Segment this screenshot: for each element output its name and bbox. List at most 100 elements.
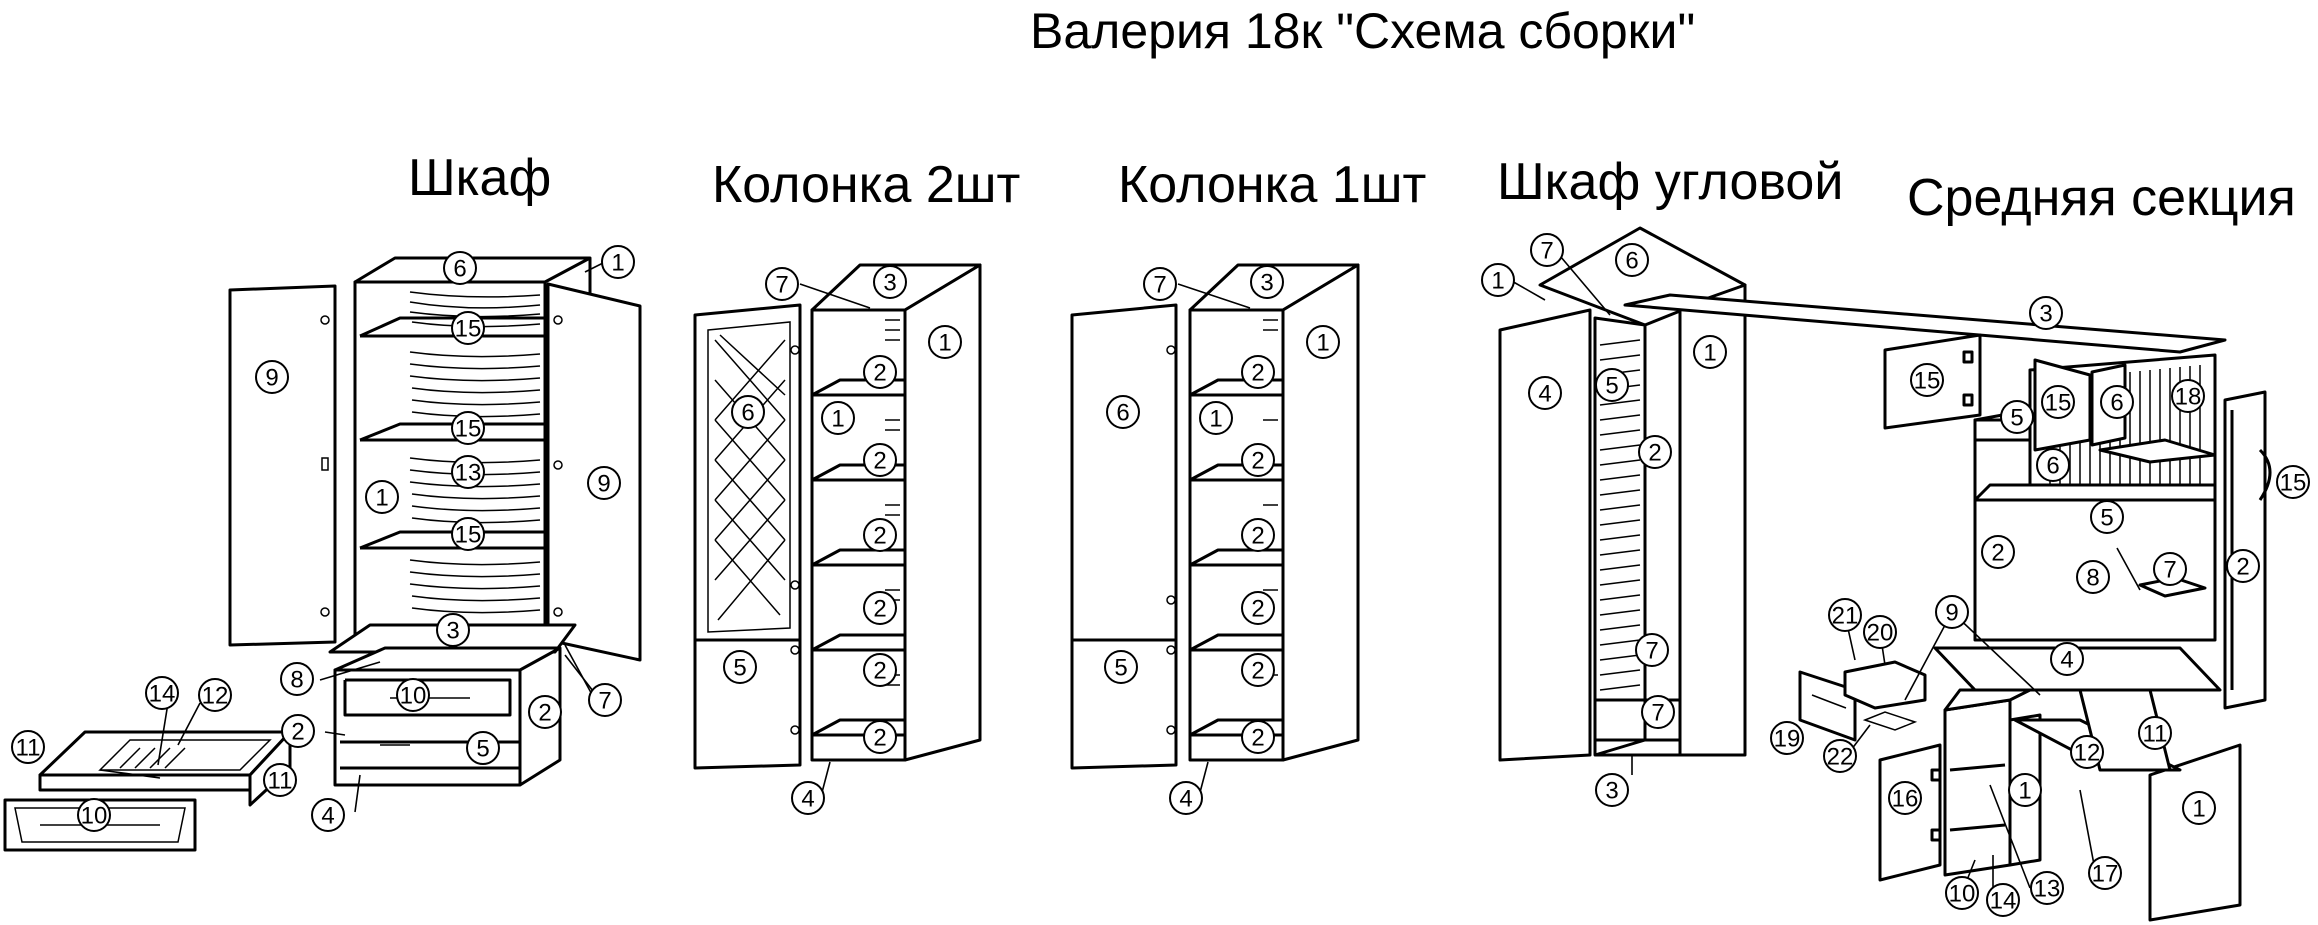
srednyaya-sektsiya-callout-20: 20 xyxy=(1863,615,1897,649)
callout-number: 2 xyxy=(1251,523,1264,550)
kolonka1-lower-door xyxy=(1070,638,1178,770)
diagram-title: Валерия 18к "Схема сборки" xyxy=(1030,3,1696,59)
kolonka2-callout-6: 6 xyxy=(731,395,765,429)
callout-circle xyxy=(451,455,485,489)
callout-number: 6 xyxy=(2046,453,2059,480)
shkaf-callout-11: 11 xyxy=(263,763,297,797)
srednyaya-sektsiya-callout-2: 2 xyxy=(2226,549,2260,583)
shkaf-callout-7: 7 xyxy=(588,683,622,717)
callout-circle xyxy=(2088,856,2122,890)
callout-number: 5 xyxy=(733,655,746,682)
callout-circle xyxy=(1104,650,1138,684)
srednyaya-sektsiya-callout-15: 15 xyxy=(2276,465,2310,499)
section-title-shkaf: Шкаф xyxy=(408,149,552,207)
srednyaya-sektsiya-callout-21: 21 xyxy=(1828,598,1862,632)
callout-circle xyxy=(466,731,500,765)
callout-number: 4 xyxy=(1179,786,1192,813)
kolonka1-side xyxy=(1281,263,1360,762)
callout-number: 2 xyxy=(873,596,886,623)
callout-circle xyxy=(280,662,314,696)
callout-circle xyxy=(928,325,962,359)
callout-circle xyxy=(2076,560,2110,594)
shkaf-uglovoy-callout-7: 7 xyxy=(1530,233,1564,267)
callout-number: 6 xyxy=(2110,390,2123,417)
kolonka2-glass-door xyxy=(693,303,802,644)
callout-number: 6 xyxy=(1116,400,1129,427)
kolonka1-shelves xyxy=(1189,378,1283,737)
callout-number: 17 xyxy=(2092,861,2119,888)
kolonka1-callout-7: 7 xyxy=(1143,267,1177,301)
section-title-kolonka-1: Колонка 1шт xyxy=(1118,156,1427,214)
callout-number: 9 xyxy=(265,365,278,392)
callout-number: 5 xyxy=(2010,405,2023,432)
callout-number: 13 xyxy=(455,460,482,487)
callout-circle xyxy=(863,591,897,625)
srednyaya-sektsiya-callout-19: 19 xyxy=(1770,721,1804,755)
callout-number: 7 xyxy=(1540,238,1553,265)
shkaf-callout-15: 15 xyxy=(451,311,485,345)
callout-number: 6 xyxy=(453,256,466,283)
shkaf-callout-9: 9 xyxy=(587,466,621,500)
callout-number: 11 xyxy=(268,768,293,795)
callout-number: 5 xyxy=(1114,655,1127,682)
callout-circle xyxy=(1615,243,1649,277)
callout-circle xyxy=(863,720,897,754)
kolonka1-callout-2: 2 xyxy=(1241,653,1275,687)
callout-number: 15 xyxy=(455,416,482,443)
callout-number: 6 xyxy=(741,400,754,427)
sredn-right-leg-panel xyxy=(2148,743,2242,922)
srednyaya-sektsiya-callout-6: 6 xyxy=(2036,448,2070,482)
shkaf-callout-15: 15 xyxy=(451,411,485,445)
callout-circle xyxy=(11,730,45,764)
callout-number: 3 xyxy=(446,618,459,645)
callout-circle xyxy=(1241,518,1275,552)
srednyaya-sektsiya-callout-16: 16 xyxy=(1888,781,1922,815)
kolonka1-callout-6: 6 xyxy=(1106,395,1140,429)
section-title-shkaf-uglovoy: Шкаф угловой xyxy=(1497,153,1844,211)
callout-circle xyxy=(2182,791,2216,825)
shkaf-callout-2: 2 xyxy=(281,714,315,748)
callout-number: 5 xyxy=(476,736,489,763)
callout-number: 1 xyxy=(2018,778,2031,805)
srednyaya-sektsiya-callout-6: 6 xyxy=(2100,385,2134,419)
callout-number: 9 xyxy=(1945,600,1958,627)
srednyaya-sektsiya-callout-2: 2 xyxy=(1981,535,2015,569)
shkaf-callout-11: 11 xyxy=(11,730,45,764)
section-title-srednyaya-sektsiya: Средняя секция xyxy=(1907,169,2296,227)
srednyaya-sektsiya-callout-9: 9 xyxy=(1935,595,1969,629)
shkaf-uglovoy-callout-1: 1 xyxy=(1693,335,1727,369)
callout-circle xyxy=(1595,368,1629,402)
shkaf-uglovoy-callout-2: 2 xyxy=(1638,435,1672,469)
callout-number: 18 xyxy=(2175,384,2202,411)
callout-circle xyxy=(863,653,897,687)
kolonka1-callout-3: 3 xyxy=(1250,265,1284,299)
callout-number: 8 xyxy=(290,667,303,694)
uglovoy-side xyxy=(1678,283,1747,757)
callout-circle xyxy=(2070,735,2104,769)
callout-circle xyxy=(2008,773,2042,807)
shkaf-callout-13: 13 xyxy=(451,455,485,489)
callout-number: 22 xyxy=(1827,744,1854,771)
callout-circle xyxy=(1935,595,1969,629)
callout-circle xyxy=(451,411,485,445)
callout-circle xyxy=(255,360,289,394)
callout-number: 14 xyxy=(149,681,176,708)
callout-number: 1 xyxy=(1703,340,1716,367)
shkaf-callout-10: 10 xyxy=(396,678,430,712)
callout-number: 6 xyxy=(1625,248,1638,275)
kolonka2-callout-2: 2 xyxy=(863,443,897,477)
kolonka2-callout-3: 3 xyxy=(873,265,907,299)
callout-number: 2 xyxy=(291,719,304,746)
callout-circle xyxy=(1528,376,1562,410)
callout-circle xyxy=(451,517,485,551)
shkaf-callout-12: 12 xyxy=(198,678,232,712)
shkaf-callout-1: 1 xyxy=(601,245,635,279)
sredn-drawer-unit xyxy=(1943,698,2012,877)
srednyaya-sektsiya-callout-17: 17 xyxy=(2088,856,2122,890)
shkaf-uglovoy-callout-7: 7 xyxy=(1635,633,1669,667)
callout-number: 2 xyxy=(1251,725,1264,752)
callout-circle xyxy=(588,683,622,717)
callout-circle xyxy=(1823,739,1857,773)
callout-circle xyxy=(2000,400,2034,434)
srednyaya-sektsiya-callout-5: 5 xyxy=(2000,400,2034,434)
